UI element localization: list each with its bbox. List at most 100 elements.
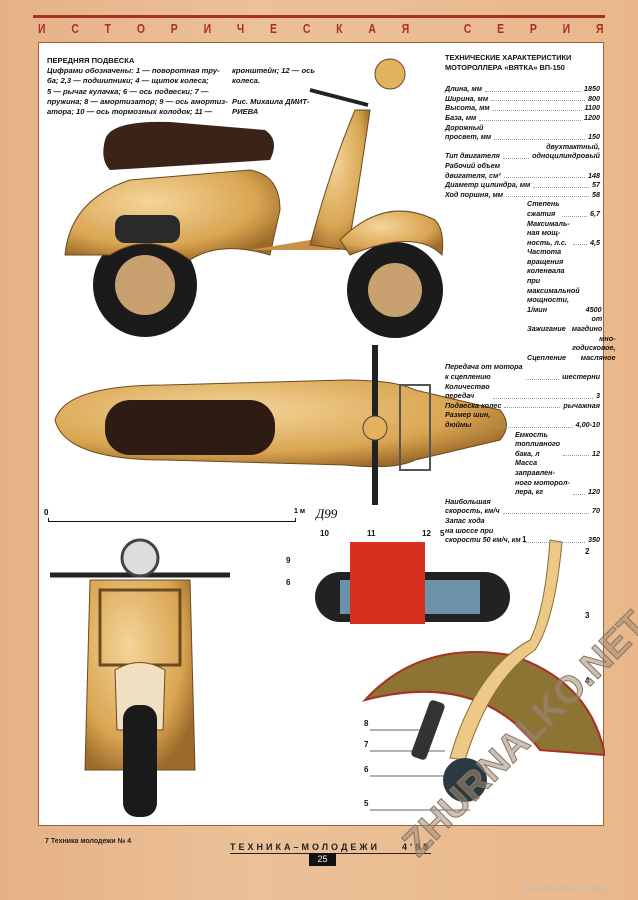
spec-label: Степень сжатия — [527, 199, 560, 218]
engine-vent — [115, 215, 180, 243]
series-letter: Т — [104, 21, 112, 36]
series-letter: О — [136, 21, 145, 36]
spec-value: 70 — [592, 506, 600, 516]
spec-label: База, мм — [445, 112, 477, 122]
leader-dots — [493, 426, 573, 428]
scooter-top-view — [54, 345, 507, 505]
spec-label: Размер шин, дюймы — [445, 410, 491, 429]
wheel-hub — [443, 758, 487, 802]
spec-value: 57 — [592, 180, 600, 190]
spec-label: Рабочий объем двигателя, см³ — [445, 160, 501, 180]
leader-dots — [492, 397, 593, 399]
spec-label: Высота, мм — [445, 103, 490, 113]
spec-row: Дорожный просвет, мм 150 — [445, 123, 600, 142]
caption-title: ПЕРЕДНЯЯ ПОДВЕСКА — [47, 56, 135, 65]
leader-dots — [572, 244, 587, 246]
series-letter: И — [562, 21, 571, 36]
spec-label: Емкость топливного бака, л — [515, 429, 561, 458]
series-letter: Я — [595, 21, 604, 36]
front-suspension: 1 2 3 4 8 7 6 5 — [361, 535, 605, 811]
series-letter: С — [463, 21, 472, 36]
watermark-small: ZHURNALKO.NET — [522, 884, 612, 894]
series-letter: С — [302, 21, 311, 36]
rear-body — [64, 169, 281, 261]
hub-label-12: 12 — [422, 529, 431, 538]
caption-text-cont: кронштейн; 12 — ось колеса. — [232, 66, 315, 86]
spec-row: Передача от мотора к сцеплению шестерни — [445, 362, 600, 381]
spec-value: 150 — [588, 132, 600, 142]
header-rule — [33, 15, 605, 18]
spec-row: Максималь- ная мощ- ность, л.с.4,5 — [445, 219, 600, 248]
spec-row: Степень сжатия 6,7 — [445, 199, 600, 218]
spec-label: Зажигание — [527, 324, 566, 334]
leader-dots — [485, 90, 581, 92]
leader-dots — [572, 493, 585, 495]
hub-label-6: 6 — [286, 578, 291, 587]
leg-shield — [309, 109, 371, 251]
spec-label: Ширина, мм — [445, 93, 489, 103]
headlight — [374, 58, 406, 90]
fork-label-4: 4 — [585, 676, 590, 685]
spec-label: Масса заправлен- ного моторол- лера, кг — [515, 458, 570, 497]
spec-value: 350 — [588, 535, 600, 545]
series-letter: Я — [401, 21, 410, 36]
scooter-front-view — [50, 538, 230, 817]
spec-value: 800 — [588, 93, 600, 103]
spec-label: Запас хода на шоссе при скорости 50 км/ч… — [445, 515, 521, 545]
headlight-front — [120, 538, 160, 578]
spec-label: Максималь- ная мощ- ность, л.с. — [527, 218, 570, 247]
leader-dots — [503, 177, 585, 179]
spec-label: Передача от мотора к сцеплению — [445, 362, 523, 381]
spec-value: 58 — [592, 189, 600, 199]
spec-row: База, мм 1200 — [445, 113, 600, 123]
hub-cutaway: 10 11 12 5 9 6 — [286, 529, 510, 624]
spec-label: Частота вращения коленвала при максималь… — [527, 247, 580, 314]
hub-label-10: 10 — [320, 529, 329, 538]
series-letter: С — [71, 21, 79, 36]
spec-value: 6,7 — [590, 208, 600, 218]
steering-tube — [449, 539, 563, 761]
leader-dots — [533, 186, 589, 188]
series-letter: А — [368, 21, 376, 36]
specs-title: ТЕХНИЧЕСКИЕ ХАРАКТЕРИСТИКИ МОТОРОЛЛЕРА «… — [445, 53, 572, 72]
leader-dots — [506, 196, 589, 198]
fork-label-8: 8 — [364, 719, 369, 728]
spec-label: Ход поршня, мм — [445, 189, 504, 199]
spec-value: мно- годисковое, масляное — [572, 333, 616, 362]
series-letter: И — [203, 21, 212, 36]
series-letter: Е — [497, 21, 505, 36]
spec-value: 1200 — [584, 112, 600, 122]
footer-source: 7 Техника молодежи № 4 — [45, 838, 132, 845]
scooter-side-view — [64, 58, 444, 338]
leader-dots — [491, 100, 585, 102]
fork-label-2: 2 — [585, 547, 590, 556]
series-letter: И — [38, 21, 46, 36]
page-number: 25 — [309, 853, 336, 866]
magazine-name: ТЕХНИКА–МОЛОДЕЖИ — [230, 842, 380, 852]
fork-label-1: 1 — [522, 535, 527, 544]
front-fender — [339, 210, 444, 257]
leader-dots — [562, 215, 587, 217]
spec-label: Подвеска колес — [445, 400, 502, 410]
leader-dots — [525, 378, 560, 380]
spec-value: 120 — [588, 487, 600, 497]
spec-row: Размер шин, дюймы 4,00-10 — [445, 410, 600, 429]
series-letter: Р — [170, 21, 178, 36]
spec-value: от магдино — [571, 314, 603, 334]
spec-label: Дорожный просвет, мм — [445, 122, 492, 142]
spec-value: 4,00-10 — [575, 419, 600, 429]
spec-label: Количество передач — [445, 381, 490, 401]
spec-value: шестерни — [562, 372, 600, 381]
hub-label-9: 9 — [286, 556, 291, 565]
spec-value: 4500 — [585, 304, 602, 314]
spec-value: 3 — [596, 391, 600, 401]
spec-value: 148 — [588, 170, 600, 180]
leader-dots — [502, 512, 589, 514]
series-letter — [435, 21, 438, 36]
